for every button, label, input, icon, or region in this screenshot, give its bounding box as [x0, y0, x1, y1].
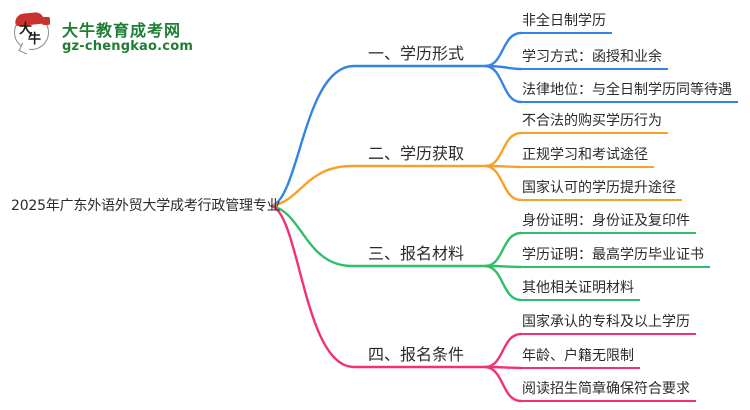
leaf-node[interactable]: 国家认可的学历提升途径	[519, 180, 682, 201]
leaf-node[interactable]: 其他相关证明材料	[519, 280, 640, 301]
logo-bubble-icon: 大 牛	[14, 11, 50, 55]
leaf-node[interactable]: 国家承认的专科及以上学历	[519, 314, 696, 335]
branch-1-lines	[270, 31, 523, 208]
leaf-node[interactable]: 非全日制学历	[519, 13, 612, 34]
branch-node-xueli-xingshi[interactable]: 一、学历形式	[367, 44, 464, 63]
branch-2-lines	[270, 131, 523, 208]
leaf-node[interactable]: 学历证明：最高学历毕业证书	[519, 247, 710, 268]
leaf-node[interactable]: 法律地位：与全日制学历同等待遇	[519, 82, 738, 103]
leaf-node[interactable]: 身份证明：身份证及复印件	[519, 213, 696, 234]
leaf-node[interactable]: 阅读招生简章确保符合要求	[519, 381, 696, 402]
site-logo[interactable]: 大 牛 大牛教育成考网 gz-chengkao.com	[14, 11, 234, 63]
branch-4-lines	[270, 204, 523, 403]
leaf-node[interactable]: 年龄、户籍无限制	[519, 348, 640, 369]
logo-char-1: 大	[19, 22, 33, 37]
site-name: 大牛教育成考网	[62, 21, 182, 40]
leaf-node[interactable]: 正规学习和考试途径	[519, 147, 654, 168]
leaf-node[interactable]: 不合法的购买学历行为	[519, 113, 668, 134]
logo-char-2: 牛	[28, 32, 42, 47]
branch-node-baoming-cailiao[interactable]: 三、报名材料	[367, 244, 464, 263]
logo-red-seal-icon	[42, 17, 50, 25]
leaf-node[interactable]: 学习方式：函授和业余	[519, 49, 668, 70]
central-topic-node[interactable]: 2025年广东外语外贸大学成考行政管理专业	[11, 198, 281, 214]
branch-node-baoming-tiaojian[interactable]: 四、报名条件	[367, 345, 464, 364]
site-domain: gz-chengkao.com	[62, 39, 194, 54]
branch-3-lines	[270, 204, 523, 302]
branch-node-xueli-huoqu[interactable]: 二、学历获取	[367, 144, 464, 163]
